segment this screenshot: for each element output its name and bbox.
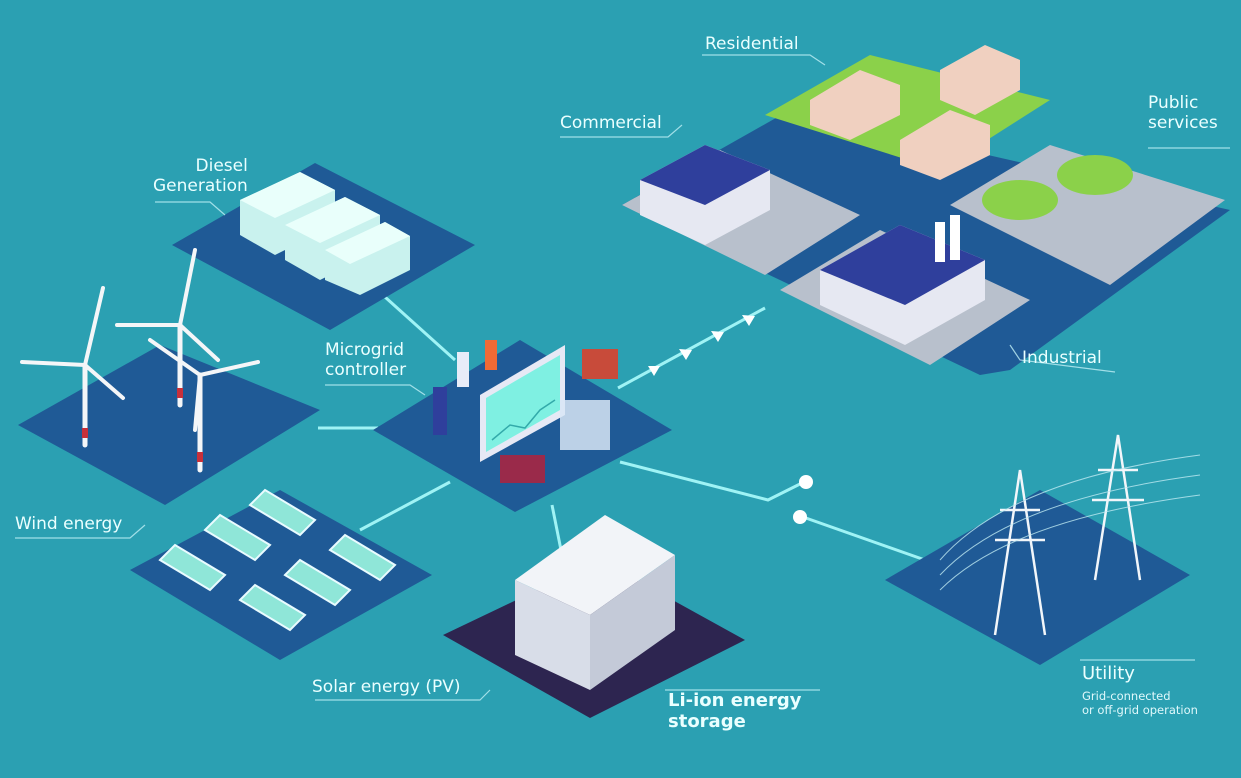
solar-panel-icon <box>158 488 397 632</box>
public-services-label: Public services <box>1148 93 1218 133</box>
arrow-icon <box>679 349 692 360</box>
card-icon <box>500 455 545 483</box>
arrow-icon <box>648 366 660 376</box>
screen-panel-icon <box>582 349 618 379</box>
commercial-label: Commercial <box>560 113 662 133</box>
line-controller-utility <box>619 460 801 502</box>
line-solar-controller <box>359 480 451 532</box>
solar-label: Solar energy (PV) <box>312 677 461 697</box>
diesel-platform <box>172 163 475 330</box>
line-controller-city <box>617 306 766 390</box>
controller-label-line1: Microgrid <box>325 340 405 360</box>
switch-node <box>799 475 813 489</box>
utility-platform <box>885 434 1201 665</box>
public-label-line1: Public <box>1148 93 1199 113</box>
connector-lines <box>318 295 926 562</box>
storage-label-line2: storage <box>668 711 746 732</box>
utility-sub-line1: Grid-connected <box>1082 689 1171 703</box>
generator-icon <box>240 172 410 295</box>
utility-sub-line2: or off-grid operation <box>1082 703 1198 717</box>
arrow-icon <box>711 331 724 342</box>
diesel-label-line1: Diesel <box>195 156 248 176</box>
industrial-label: Industrial <box>1022 348 1102 368</box>
storage-platform <box>443 515 745 718</box>
document-icon <box>560 400 610 450</box>
line-diesel-controller <box>383 295 457 362</box>
controller-label-line2: controller <box>325 360 407 380</box>
controller-platform <box>373 340 672 512</box>
switch-node <box>793 510 807 524</box>
storage-label-line1: Li-ion energy <box>668 690 802 711</box>
residential-label: Residential <box>705 34 799 54</box>
solar-platform <box>130 488 432 660</box>
public-lot <box>950 145 1225 285</box>
wind-platform <box>18 248 320 505</box>
flow-arrows <box>648 315 755 376</box>
utility-sublabel: Grid-connected or off-grid operation <box>1082 689 1198 717</box>
line-utility <box>802 515 926 562</box>
storage-label: Li-ion energy storage <box>668 690 801 732</box>
city-block <box>622 45 1230 375</box>
utility-label: Utility <box>1082 663 1135 684</box>
device-icon <box>433 387 447 435</box>
controller-label: Microgrid controller <box>325 340 406 380</box>
chart-bar-icon <box>485 340 497 370</box>
monitor-icon <box>480 345 565 462</box>
diesel-label-line2: Generation <box>153 176 248 196</box>
transmission-tower-icon <box>993 434 1144 636</box>
public-label-line2: services <box>1148 113 1218 133</box>
wind-label: Wind energy <box>15 514 123 534</box>
arrow-icon <box>742 315 755 326</box>
battery-container-icon <box>515 515 675 690</box>
chart-bar-icon <box>457 352 469 387</box>
diesel-label: Diesel Generation <box>153 156 248 196</box>
